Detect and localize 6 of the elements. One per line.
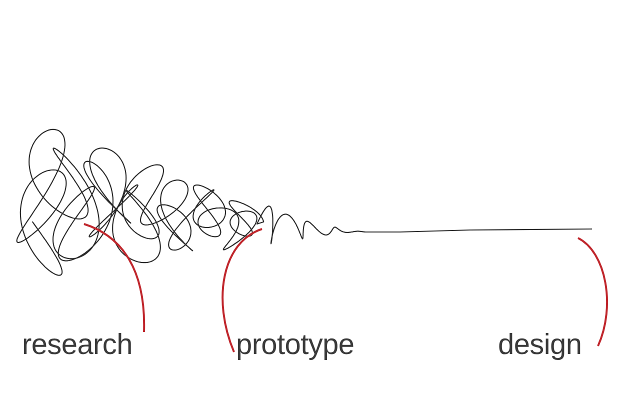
- leader-line: [84, 223, 145, 332]
- leader-line: [577, 237, 608, 346]
- stage-label: prototype: [236, 330, 354, 362]
- leader-line: [222, 228, 262, 352]
- stage-label: design: [498, 330, 582, 362]
- stage-label: research: [22, 330, 132, 362]
